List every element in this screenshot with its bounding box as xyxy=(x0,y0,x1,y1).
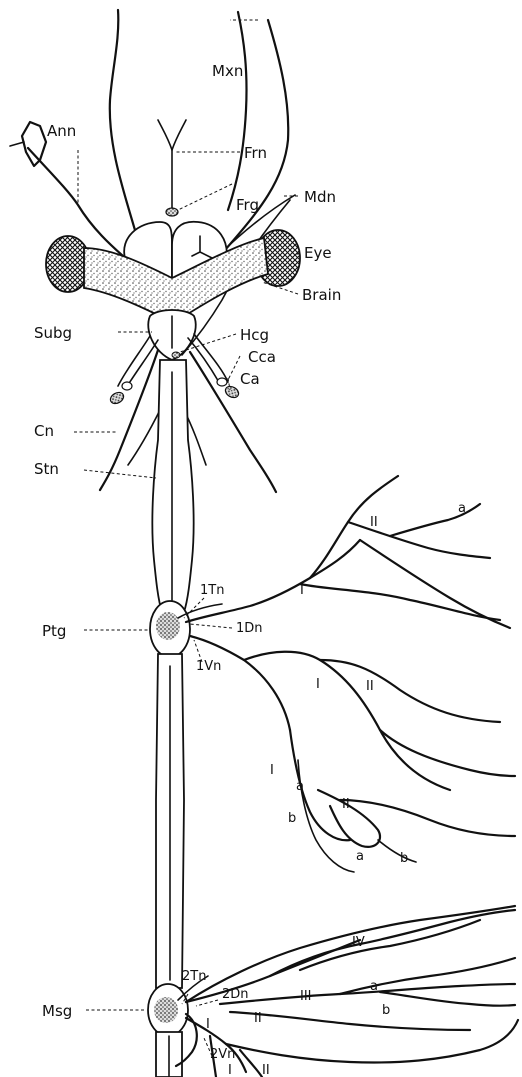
label-subg: Subg xyxy=(34,324,72,342)
frontal-nerve-fork-right xyxy=(172,120,186,150)
nerve-1vn-b xyxy=(298,760,354,872)
label-1vn: 1Vn xyxy=(196,659,221,674)
frontal-ganglion xyxy=(166,208,178,216)
antennal-tip-extension xyxy=(10,142,24,146)
antennal-tip xyxy=(22,122,46,166)
right-cardiac-nerve-2 xyxy=(194,334,228,382)
mark-d2-iii: III xyxy=(300,989,312,1004)
mark-d1-i: I xyxy=(300,583,304,598)
connective-1 xyxy=(152,360,193,612)
right-corpus-cardiacum xyxy=(217,378,227,386)
left-cardiac-nerve-2 xyxy=(118,336,150,386)
nerve-2vn-ii xyxy=(240,1050,262,1077)
label-frn: Frn xyxy=(244,144,267,162)
hypocerebral-ganglion xyxy=(172,352,180,358)
nerve-1vn-long xyxy=(320,660,500,722)
nerve-2dn-iv-b xyxy=(300,920,480,970)
mark-v1-i: I xyxy=(316,677,320,692)
label-hcg: Hcg xyxy=(240,326,269,344)
mark-v1-a2: a xyxy=(356,849,364,864)
label-2vn: 2Vn xyxy=(210,1047,235,1062)
label-ca: Ca xyxy=(240,370,260,388)
nerve-1dn-long xyxy=(360,540,510,628)
label-cca: Cca xyxy=(248,348,276,366)
mark-v1-ii: II xyxy=(366,679,374,694)
label-frg: Frg xyxy=(236,196,259,214)
nerve-1dn xyxy=(186,540,360,622)
nerve-1dn-a-upper xyxy=(390,504,480,536)
mark-v1-i2: I xyxy=(270,763,274,778)
label-cn: Cn xyxy=(34,422,54,440)
frontal-nerve-fork-left xyxy=(158,120,172,150)
mark-v2-i: I xyxy=(228,1063,232,1077)
mark-d1-ii: II xyxy=(370,515,378,530)
label-2tn: 2Tn xyxy=(182,969,206,984)
label-stn: Stn xyxy=(34,460,59,478)
label-ptg: Ptg xyxy=(42,622,66,640)
mark-v1-ii2: II xyxy=(342,797,350,812)
mark-d1-a: a xyxy=(458,501,466,516)
label-mdn: Mdn xyxy=(304,188,336,206)
nerve-1vn-upper xyxy=(244,652,450,790)
label-1tn: 1Tn xyxy=(200,583,224,598)
right-head-nerve xyxy=(228,12,247,210)
nerve-2dn-ii xyxy=(230,1012,470,1030)
label-eye: Eye xyxy=(304,244,332,262)
label-ann: Ann xyxy=(47,122,76,140)
nerve-1vn-b2 xyxy=(378,840,416,862)
mark-d2-iv: IV xyxy=(352,935,365,950)
left-corpus-cardiacum xyxy=(122,382,132,390)
left-corpus-allatum xyxy=(108,390,125,406)
label-msg: Msg xyxy=(42,1002,72,1020)
cervical-nerve xyxy=(100,350,158,490)
mark-d2-i: I xyxy=(206,1017,210,1032)
mark-v1-a: a xyxy=(296,779,304,794)
mark-v2-ii: II xyxy=(262,1063,270,1077)
label-brain: Brain xyxy=(302,286,341,304)
nerve-1vn xyxy=(190,636,290,730)
nerve-1vn-ii xyxy=(380,730,515,776)
label-mxn: Mxn xyxy=(212,62,243,80)
nerve-1dn-ii xyxy=(310,476,398,578)
mark-d2-ii: II xyxy=(254,1011,262,1026)
right-corpus-allatum xyxy=(223,384,240,400)
nerve-2dn-b xyxy=(380,992,515,1006)
mark-v1-b2: b xyxy=(400,851,408,866)
label-2dn: 2Dn xyxy=(222,987,249,1002)
cervical-nerve-right xyxy=(190,352,276,492)
mark-d2-a: a xyxy=(370,979,378,994)
mark-v1-b: b xyxy=(288,811,296,826)
nerve-1dn-i xyxy=(300,584,500,620)
label-1dn: 1Dn xyxy=(236,621,263,636)
prothoracic-nerves xyxy=(178,476,515,872)
mark-d2-b: b xyxy=(382,1003,390,1018)
